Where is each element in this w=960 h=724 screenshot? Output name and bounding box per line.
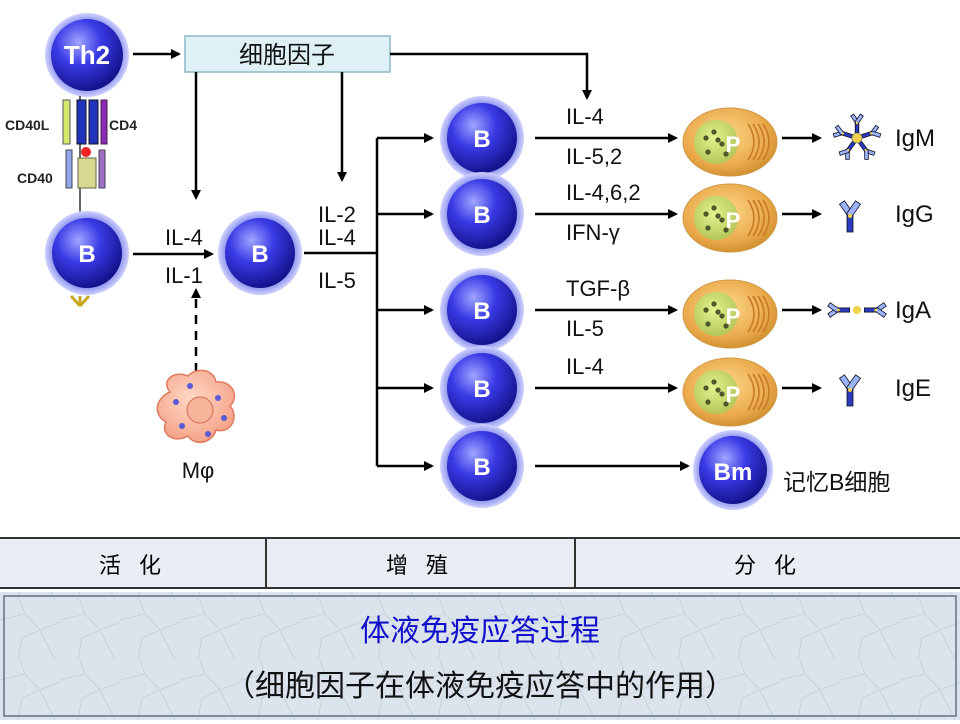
- plasma-cell: P: [682, 279, 778, 349]
- plasma-cell: P: [682, 357, 778, 427]
- cytokine-top-label: TGF-β: [566, 276, 630, 301]
- memory-row: B Bm 记忆B细胞: [440, 424, 890, 510]
- th2-cell: Th2: [45, 13, 129, 97]
- b-cell-label: B: [473, 126, 490, 153]
- proliferation-il-b: IL-4: [318, 225, 356, 250]
- antibody-class-label: IgA: [895, 297, 931, 324]
- b-cell-label: B: [78, 241, 95, 268]
- cytokine-top-label: IL-4: [566, 104, 604, 129]
- cytokine-top-label: IL-4,6,2: [566, 180, 641, 205]
- memory-cell-label: Bm: [714, 459, 753, 486]
- cd40-label: CD40: [17, 170, 53, 186]
- stage-differentiation: 分 化: [734, 553, 802, 578]
- cd4-label: CD4: [109, 117, 137, 133]
- antibody-class-label: IgE: [895, 375, 931, 402]
- proliferation-il-c: IL-5: [318, 268, 356, 293]
- b-cell-activated: B: [218, 211, 302, 295]
- proliferation-branches: [377, 133, 434, 471]
- antibody-class-label: IgM: [895, 125, 935, 152]
- b-cell-label: B: [473, 202, 490, 229]
- footer-title: 体液免疫应答过程: [360, 615, 600, 648]
- b-cell-resting: B: [45, 211, 129, 308]
- igm-antibody-icon: [832, 113, 882, 160]
- binding-site-icon: [81, 147, 91, 157]
- iga-antibody-icon: [827, 302, 887, 318]
- footer-subtitle: （细胞因子在体液免疫应答中的作用）: [225, 670, 735, 703]
- macrophage-cell: Mφ: [156, 369, 236, 483]
- receptor-complex: CD40L CD4 CD40: [5, 96, 137, 228]
- cytokine-box-label: 细胞因子: [239, 42, 335, 69]
- differentiation-row-3: B TGF-βIL-5 P IgA: [440, 268, 931, 352]
- b-cell-label: B: [473, 298, 490, 325]
- memory-b-cell: Bm: [693, 430, 773, 510]
- cytokine-bottom-label: IL-5: [566, 316, 604, 341]
- plasma-cell-label: P: [726, 382, 741, 407]
- b-cell-label: B: [473, 376, 490, 403]
- plasma-cell-label: P: [726, 208, 741, 233]
- stage-proliferation: 增 殖: [386, 553, 454, 578]
- bcr-antibody-icon: [69, 294, 91, 308]
- cytokine-box: 细胞因子: [184, 35, 391, 73]
- footer: 体液免疫应答过程 （细胞因子在体液免疫应答中的作用）: [0, 592, 960, 720]
- cytokine-to-differentiation-arrow: [390, 52, 592, 100]
- cd40l-label: CD40L: [5, 117, 50, 133]
- cytokine-bottom-label: IL-5,2: [566, 144, 622, 169]
- cytokine-bottom-label: IFN-γ: [566, 220, 620, 245]
- plasma-cell: P: [682, 107, 778, 177]
- plasma-cell: P: [682, 183, 778, 253]
- plasma-cell-label: P: [726, 304, 741, 329]
- b-cell-label: B: [473, 454, 490, 481]
- macrophage-label: Mφ: [182, 458, 215, 483]
- plasma-cell-label: P: [726, 132, 741, 157]
- ige-antibody-icon: [838, 374, 862, 407]
- activation-il-top: IL-4: [165, 225, 203, 250]
- th2-label: Th2: [64, 40, 110, 70]
- differentiation-row-4: B IL-4P IgE: [440, 346, 931, 430]
- stage-bar: 活 化 增 殖 分 化: [0, 537, 960, 589]
- b-cell-label: B: [251, 241, 268, 268]
- stage-activation: 活 化: [99, 553, 167, 578]
- memory-caption: 记忆B细胞: [783, 469, 890, 495]
- differentiation-row-1: B IL-4IL-5,2 P IgM: [440, 96, 935, 180]
- proliferation-il-a: IL-2: [318, 202, 356, 227]
- cytokine-top-label: IL-4: [566, 354, 604, 379]
- igg-antibody-icon: [838, 200, 862, 233]
- activation-il-bottom: IL-1: [165, 263, 203, 288]
- antibody-class-label: IgG: [895, 201, 934, 228]
